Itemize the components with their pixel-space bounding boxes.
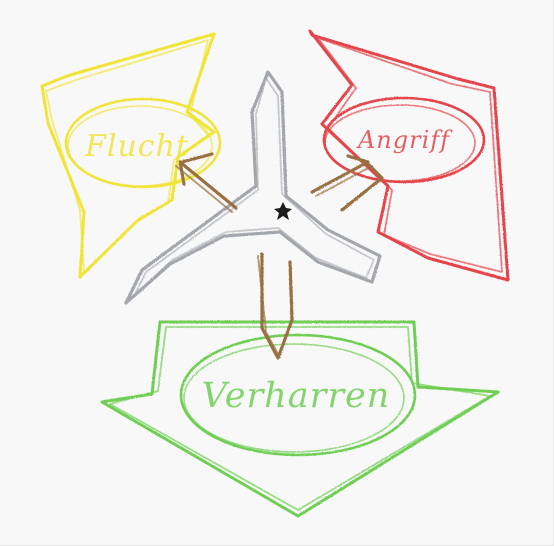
center-star-mark (274, 202, 292, 220)
attack-label: Angriff (356, 126, 453, 154)
brown-arrow-to-flight-2 (176, 166, 232, 212)
freeze-arrow (102, 322, 498, 516)
center-mark (274, 202, 292, 220)
brown-arrow-to-freeze (262, 254, 292, 358)
attack-arrow (310, 31, 508, 280)
flight-label: Flucht (84, 129, 189, 164)
attack-arrow-outline-2 (318, 38, 502, 272)
freeze-arrow-outline-2 (110, 327, 490, 510)
freeze-arrow-outline (102, 322, 498, 516)
brown-arrow-to-attack (312, 156, 382, 210)
freeze-label: Verharren (202, 376, 391, 416)
